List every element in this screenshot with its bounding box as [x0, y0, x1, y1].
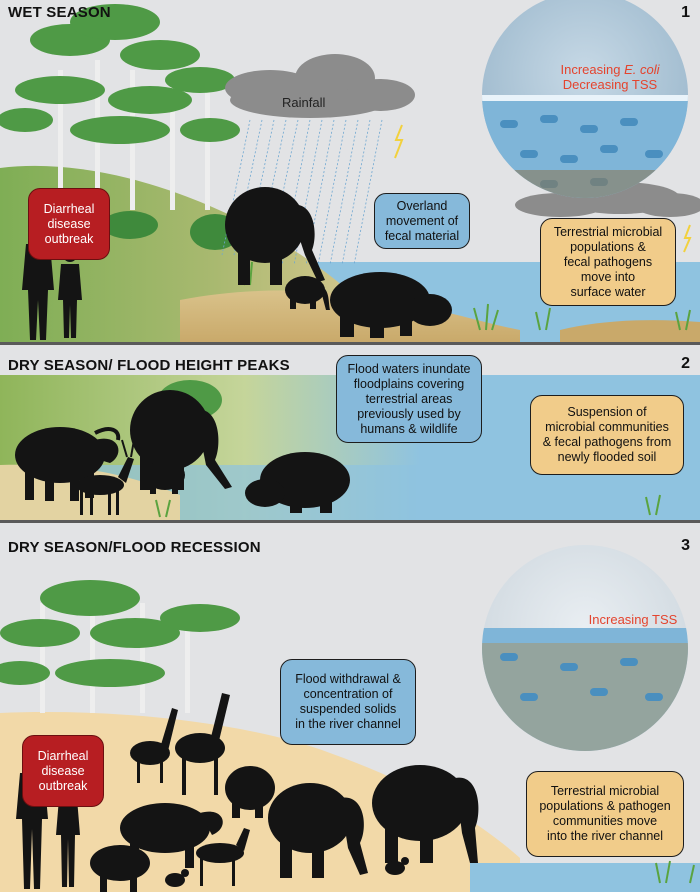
baboon-silhouette — [165, 857, 409, 887]
buffalo-silhouette — [90, 803, 223, 892]
circle-annotation: Increasing E. coli Decreasing TSS — [540, 62, 680, 92]
panel-flood-recession: DRY SEASON/FLOOD RECESSION 3 Increasing … — [0, 523, 700, 892]
panel-divider — [0, 342, 700, 345]
panel-divider — [0, 520, 700, 523]
hippo-silhouette — [245, 452, 350, 513]
panel-title: WET SEASON — [8, 4, 111, 21]
lightning-icon — [394, 124, 404, 159]
hippo-silhouette — [330, 272, 452, 338]
panel-title: DRY SEASON/FLOOD RECESSION — [8, 539, 261, 556]
antelope-silhouette — [76, 439, 135, 515]
panel-number: 1 — [681, 4, 690, 21]
trees — [0, 4, 240, 210]
panel-3-illustration — [0, 545, 700, 892]
elephant-silhouette — [225, 765, 479, 878]
panel-wet-season: WET SEASON 1 Rainfall Increasing E. coli… — [0, 0, 700, 343]
rain-cloud — [225, 54, 415, 118]
panel-number: 2 — [681, 355, 690, 372]
panel-1-illustration — [0, 0, 700, 343]
baby-elephant-silhouette — [145, 460, 185, 494]
panel-flood-height-peaks: DRY SEASON/ FLOOD HEIGHT PEAKS 2 Flood w… — [0, 345, 700, 521]
river-channel — [470, 863, 700, 892]
panel-title: DRY SEASON/ FLOOD HEIGHT PEAKS — [8, 357, 290, 374]
trees — [0, 580, 240, 713]
ecoli-line: Increasing E. coli — [560, 62, 660, 77]
giraffe-silhouette — [130, 693, 230, 795]
elephant-silhouette — [225, 187, 330, 310]
antelope-silhouette — [196, 828, 250, 886]
magnifier-circle-1 — [482, 0, 688, 198]
tss-line: Decreasing TSS — [562, 77, 658, 92]
circle-annotation: Increasing TSS — [588, 612, 678, 627]
bush — [102, 211, 158, 239]
panel-number: 3 — [681, 537, 690, 554]
magnifier-circle-3 — [482, 545, 688, 751]
rainfall-label: Rainfall — [282, 95, 326, 110]
